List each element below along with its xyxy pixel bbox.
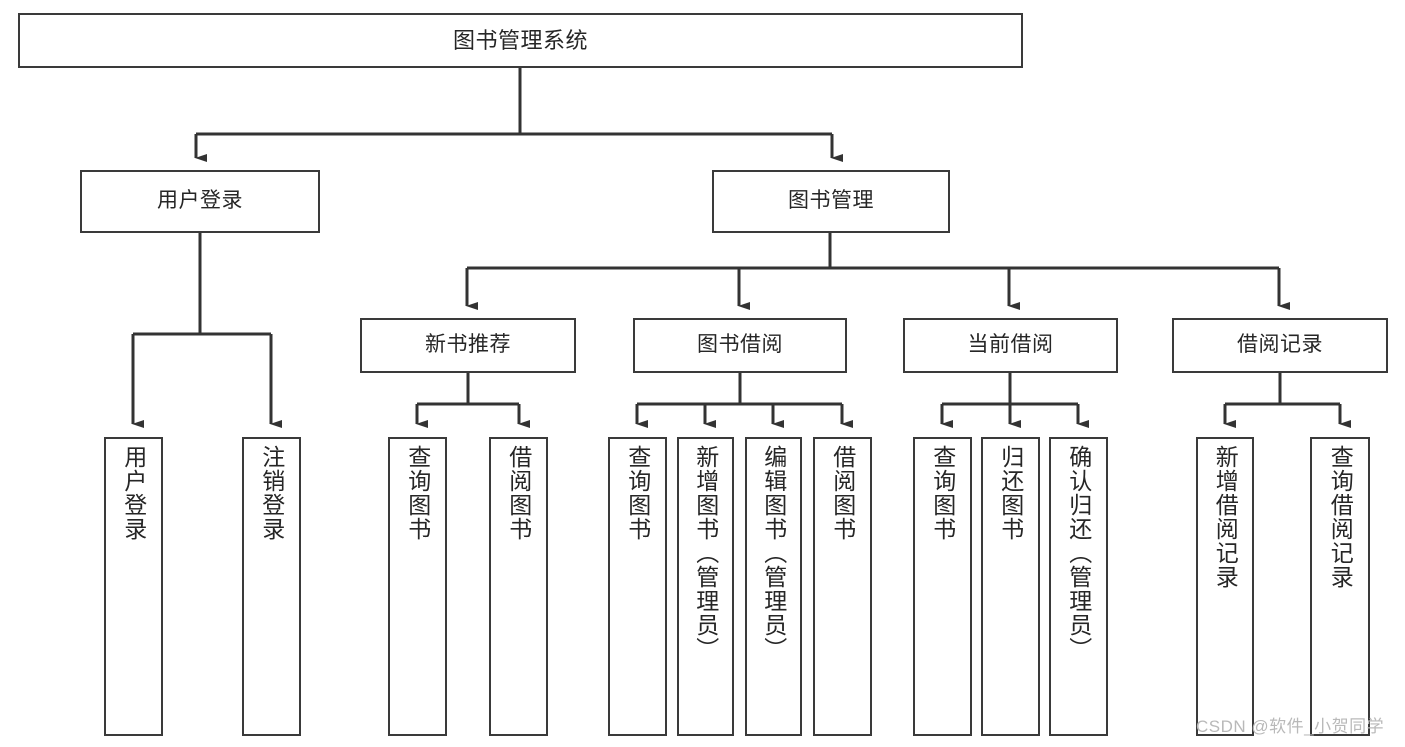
- node-leaf-query-book-rec[interactable]: 查询图书: [388, 437, 447, 736]
- node-label: 图书管理系统: [452, 27, 588, 53]
- node-current-borrowing[interactable]: 当前借阅: [903, 318, 1118, 373]
- node-label: 查询借阅记录: [1327, 445, 1354, 589]
- node-label: 新增图书（管理员）: [692, 445, 719, 661]
- node-leaf-logout[interactable]: 注销登录: [242, 437, 301, 736]
- node-leaf-lend-book[interactable]: 借阅图书: [813, 437, 872, 736]
- edge-userlogin-to-leaves: [131, 233, 282, 428]
- node-leaf-borrow-book-rec[interactable]: 借阅图书: [489, 437, 548, 736]
- edge-root-to-level2: [194, 68, 843, 162]
- node-leaf-confirm-return-admin[interactable]: 确认归还（管理员）: [1049, 437, 1108, 736]
- node-label: 借阅图书: [505, 445, 532, 541]
- node-leaf-query-book-borrow[interactable]: 查询图书: [608, 437, 667, 736]
- node-leaf-edit-book-admin[interactable]: 编辑图书（管理员）: [745, 437, 802, 736]
- node-borrowing-records[interactable]: 借阅记录: [1172, 318, 1388, 373]
- node-leaf-add-borrow-record[interactable]: 新增借阅记录: [1196, 437, 1254, 736]
- node-label: 新增借阅记录: [1212, 445, 1239, 589]
- node-book-management[interactable]: 图书管理: [712, 170, 950, 233]
- node-user-login[interactable]: 用户登录: [80, 170, 320, 233]
- edge-bookborrow-to-leaves: [635, 373, 853, 428]
- edge-newbookrec-to-leaves: [415, 373, 530, 428]
- node-label: 确认归还（管理员）: [1065, 445, 1092, 661]
- edge-currentborrow-to-leaves: [940, 373, 1089, 428]
- node-label: 查询图书: [624, 445, 651, 541]
- edge-borrowrecord-to-leaves: [1223, 373, 1351, 428]
- node-label: 查询图书: [929, 445, 956, 541]
- node-label: 用户登录: [157, 189, 243, 213]
- node-label: 归还图书: [997, 445, 1024, 541]
- node-label: 当前借阅: [967, 333, 1054, 357]
- edge-bookmanage-to-level3: [465, 233, 1290, 310]
- node-book-borrowing[interactable]: 图书借阅: [633, 318, 847, 373]
- node-label: 注销登录: [258, 445, 285, 541]
- node-label: 查询图书: [404, 445, 431, 541]
- node-label: 用户登录: [120, 445, 147, 541]
- node-leaf-user-login[interactable]: 用户登录: [104, 437, 163, 736]
- node-new-book-recommendation[interactable]: 新书推荐: [360, 318, 576, 373]
- node-leaf-query-borrow-record[interactable]: 查询借阅记录: [1310, 437, 1370, 736]
- node-label: 编辑图书（管理员）: [760, 445, 787, 661]
- node-leaf-return-book[interactable]: 归还图书: [981, 437, 1040, 736]
- node-label: 图书管理: [788, 189, 874, 213]
- node-root-book-management-system[interactable]: 图书管理系统: [18, 13, 1023, 68]
- node-label: 新书推荐: [425, 333, 511, 357]
- node-label: 借阅图书: [829, 445, 856, 541]
- node-leaf-query-book-current[interactable]: 查询图书: [913, 437, 972, 736]
- node-leaf-add-book-admin[interactable]: 新增图书（管理员）: [677, 437, 734, 736]
- node-label: 图书借阅: [697, 333, 783, 357]
- node-label: 借阅记录: [1237, 333, 1323, 357]
